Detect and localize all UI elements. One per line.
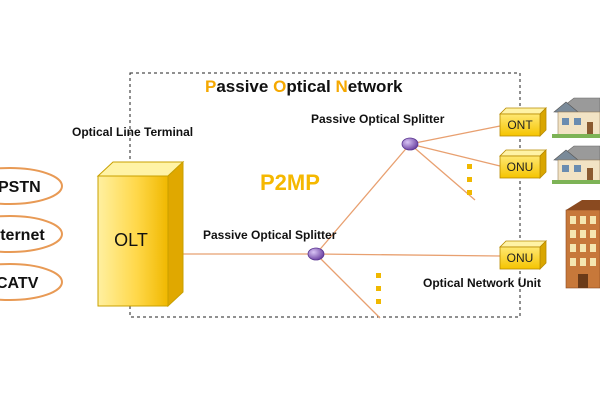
terminal-label: ONU [507,251,534,265]
house-icon [552,97,600,138]
fiber-splitter2-to-branch [409,143,476,201]
fiber-splitter2-to-ont [409,125,501,145]
pon-title: Passive Optical Network [205,77,403,96]
title-part: assive [216,77,273,96]
house-icon [552,145,600,184]
terminal-onu-1: ONU [499,149,547,179]
olt-label: OLT [114,230,148,250]
terminal-label: ONU [507,160,534,174]
splitter-main-caption: Passive Optical Splitter [203,228,337,242]
title-part: N [335,77,347,96]
service-label-internet: Internet [0,227,45,244]
continuation-dots [376,164,472,304]
title-part: O [273,77,286,96]
service-label-pstn: PSTN [0,179,41,196]
onu-caption: Optical Network Unit [423,276,541,290]
title-part: P [205,77,216,96]
olt-box [96,160,185,308]
fiber-splitter-to-branch [315,253,381,319]
p2mp-label: P2MP [260,170,320,195]
fiber-splitter-to-splitter2 [315,143,411,255]
fiber-splitter2-to-onu [409,143,501,167]
splitter-main-icon [307,247,325,261]
terminal-label: ONT [507,118,533,132]
olt-caption: Optical Line Terminal [72,125,193,139]
terminal-ont: ONT [499,107,547,137]
fiber-splitter-to-onu-building [315,253,501,257]
service-oval-internet [0,215,63,253]
service-list: PSTN Internet CATV [0,167,63,301]
terminal-onu-2: ONU [499,240,547,270]
building-icon [565,200,600,289]
splitter-secondary-caption: Passive Optical Splitter [311,112,445,126]
splitter-secondary-icon [401,137,419,151]
title-part: etwork [348,77,403,96]
fiber-links [183,125,501,319]
title-part: ptical [286,77,335,96]
service-oval-pstn [0,167,63,205]
service-oval-catv [0,263,63,301]
service-label-catv: CATV [0,275,39,292]
